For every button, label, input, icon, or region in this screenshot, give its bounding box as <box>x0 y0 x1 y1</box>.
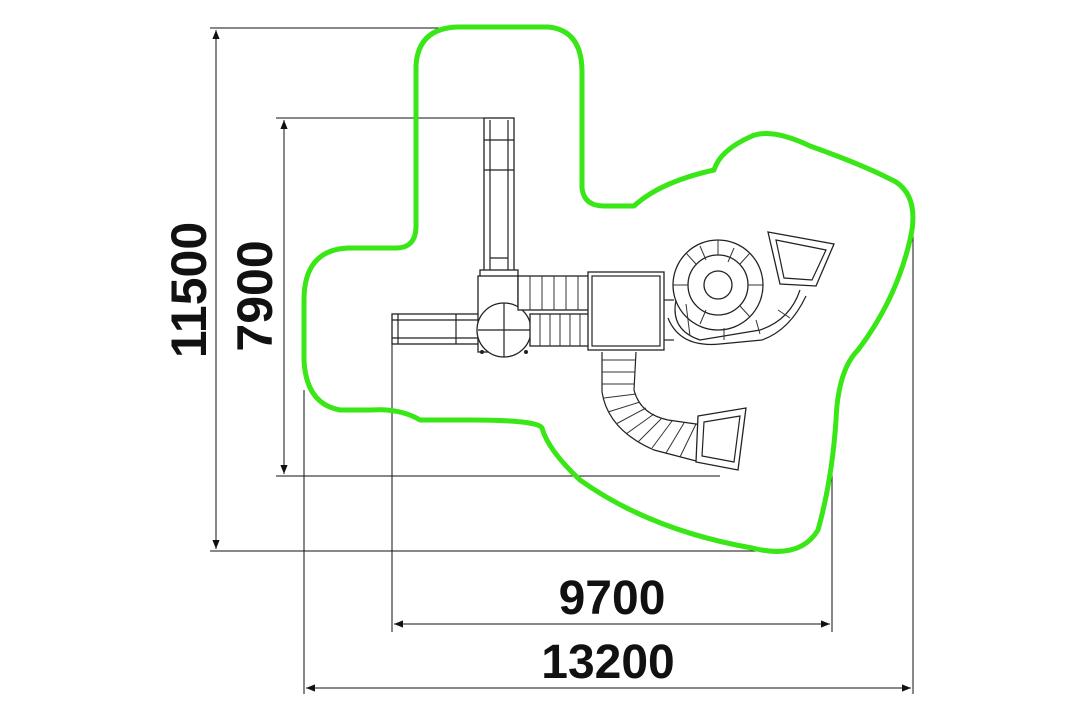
curved-tube-slide <box>601 351 711 463</box>
bridge-lower <box>529 313 591 347</box>
spiral-tube-slide <box>667 239 807 346</box>
dimension-label-equipment-width: 9700 <box>559 572 666 625</box>
dimension-label-total-width: 13200 <box>541 636 674 689</box>
curved-slide-exit <box>695 407 747 471</box>
straight-slide-west <box>391 313 483 345</box>
square-tower <box>587 271 674 351</box>
bridge-upper <box>517 275 591 311</box>
playground-equipment <box>391 117 835 471</box>
extension-lines <box>210 27 914 694</box>
safety-zone-outline <box>301 24 916 554</box>
straight-slide-north <box>479 117 519 283</box>
round-tower <box>476 275 532 358</box>
dimension-label-equipment-height: 7900 <box>227 240 283 351</box>
spiral-slide-exit <box>767 231 835 287</box>
dimension-label-total-height: 11500 <box>161 222 217 358</box>
